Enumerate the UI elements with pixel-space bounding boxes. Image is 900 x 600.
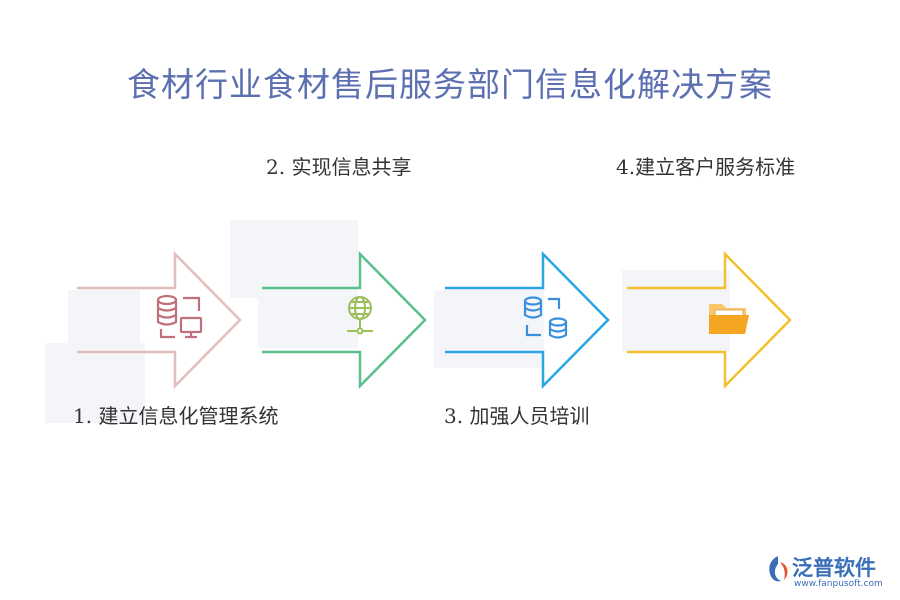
process-arrow-4 bbox=[627, 250, 792, 390]
step-label: 2. 实现信息共享 bbox=[266, 155, 412, 179]
database-monitor-icon bbox=[156, 294, 203, 339]
background-block bbox=[45, 343, 145, 423]
logo-name: 泛普软件 bbox=[792, 556, 876, 580]
fanpu-logo-icon bbox=[769, 556, 788, 582]
brand-logo: 泛普软件 www.fanpusoft.com bbox=[762, 552, 894, 596]
step-label: 3. 加强人员培训 bbox=[444, 404, 590, 428]
background-block bbox=[258, 296, 358, 348]
page-title: 食材行业食材售后服务部门信息化解决方案 bbox=[127, 65, 773, 104]
background-block bbox=[230, 220, 358, 298]
step-label: 1. 建立信息化管理系统 bbox=[73, 404, 279, 428]
process-arrow-1 bbox=[77, 250, 242, 390]
step-label: 4.建立客户服务标准 bbox=[616, 155, 796, 179]
database-sync-icon bbox=[523, 296, 568, 339]
process-arrow-3 bbox=[445, 250, 610, 390]
folder-icon bbox=[709, 304, 749, 334]
background-block bbox=[68, 290, 140, 345]
globe-network-icon bbox=[347, 296, 373, 335]
logo-url: www.fanpusoft.com bbox=[794, 579, 883, 589]
process-arrow-2 bbox=[262, 250, 427, 390]
